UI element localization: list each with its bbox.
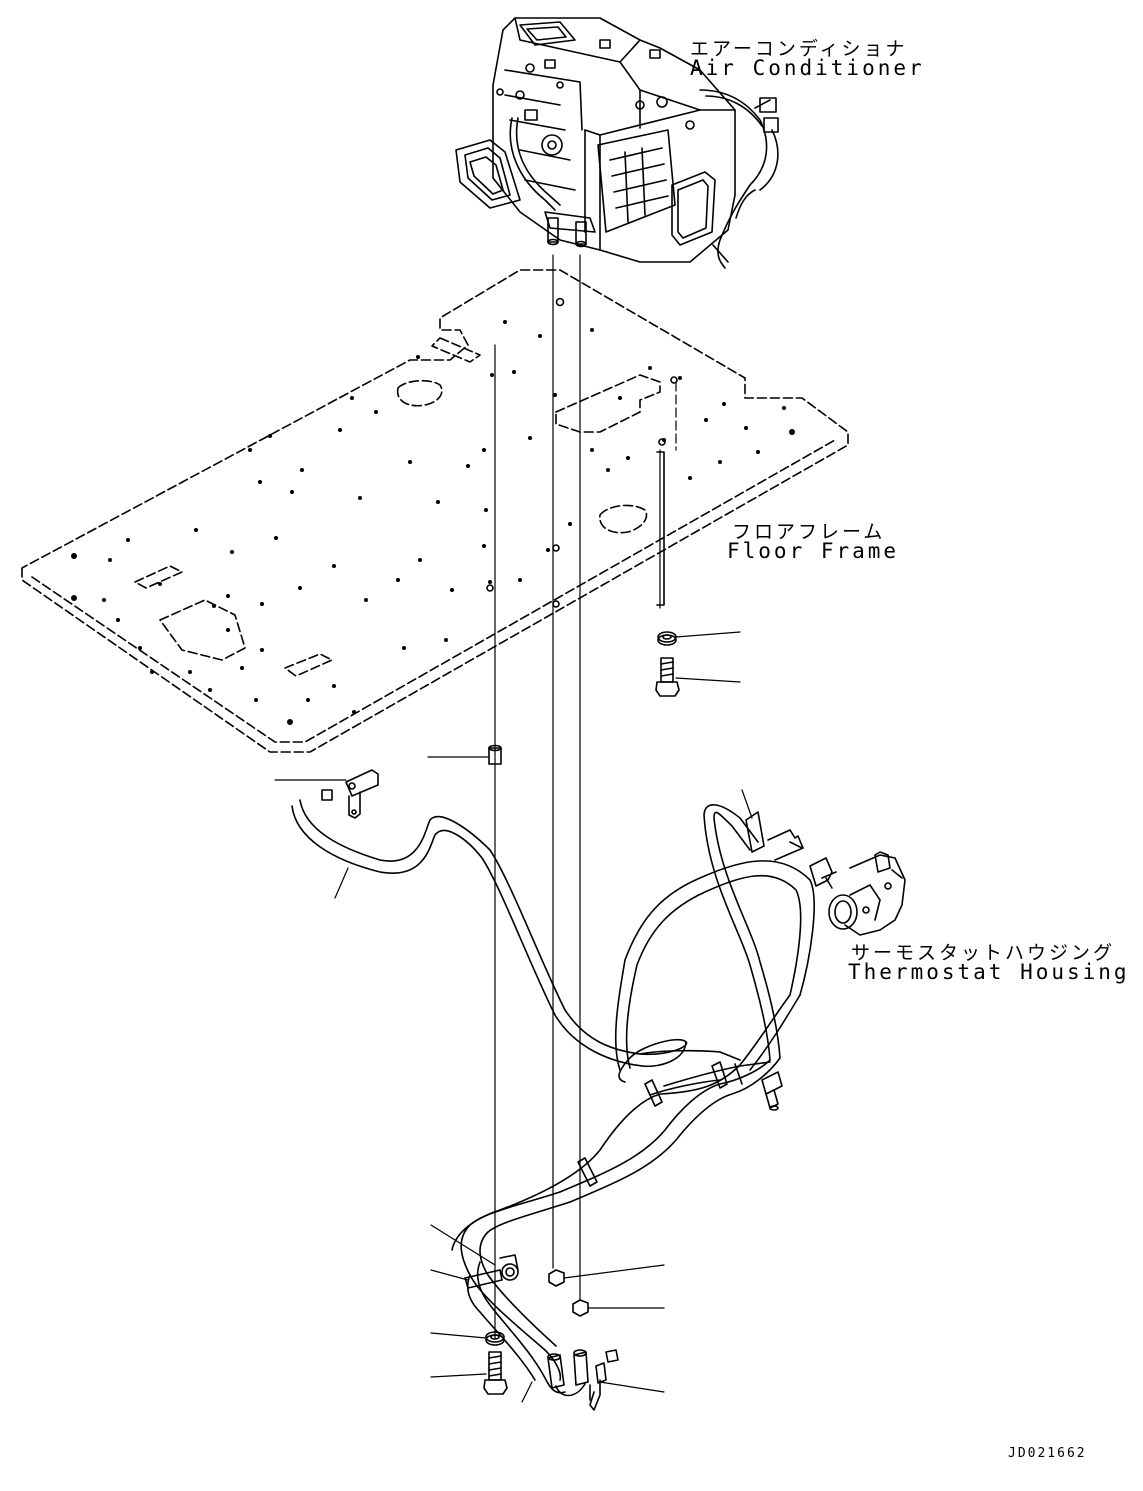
floor-frame — [22, 270, 848, 752]
spacer-collar — [489, 746, 501, 765]
hose-bracket — [322, 770, 378, 818]
right-washer — [658, 632, 676, 645]
floor-frame-mount-holes — [487, 299, 677, 608]
air-conditioner-label-en: Air Conditioner — [690, 56, 925, 80]
right-bolt — [656, 658, 679, 696]
lower-bolt — [484, 1352, 507, 1394]
drawing-number: JD021662 — [1008, 1446, 1087, 1461]
heater-hoses — [292, 800, 814, 1410]
leader-lines — [275, 632, 752, 1402]
assembly-lines — [495, 255, 676, 1338]
air-conditioner-unit — [456, 18, 778, 268]
thermostat-housing-label-en: Thermostat Housing — [848, 960, 1130, 984]
lower-nut-2 — [573, 1300, 588, 1316]
bolt-extension — [657, 452, 664, 605]
lower-washer — [486, 1332, 504, 1345]
floor-frame-label-en: Floor Frame — [727, 539, 900, 563]
floor-frame-label-jp: フロアフレーム — [732, 521, 886, 543]
floor-frame-holes — [71, 320, 795, 725]
thermostat-housing — [768, 830, 905, 935]
thermostat-housing-label-jp: サーモスタットハウジング — [851, 942, 1116, 964]
air-conditioner-label-jp: エアーコンディショナ — [690, 38, 908, 60]
lower-nut-1 — [549, 1270, 564, 1286]
